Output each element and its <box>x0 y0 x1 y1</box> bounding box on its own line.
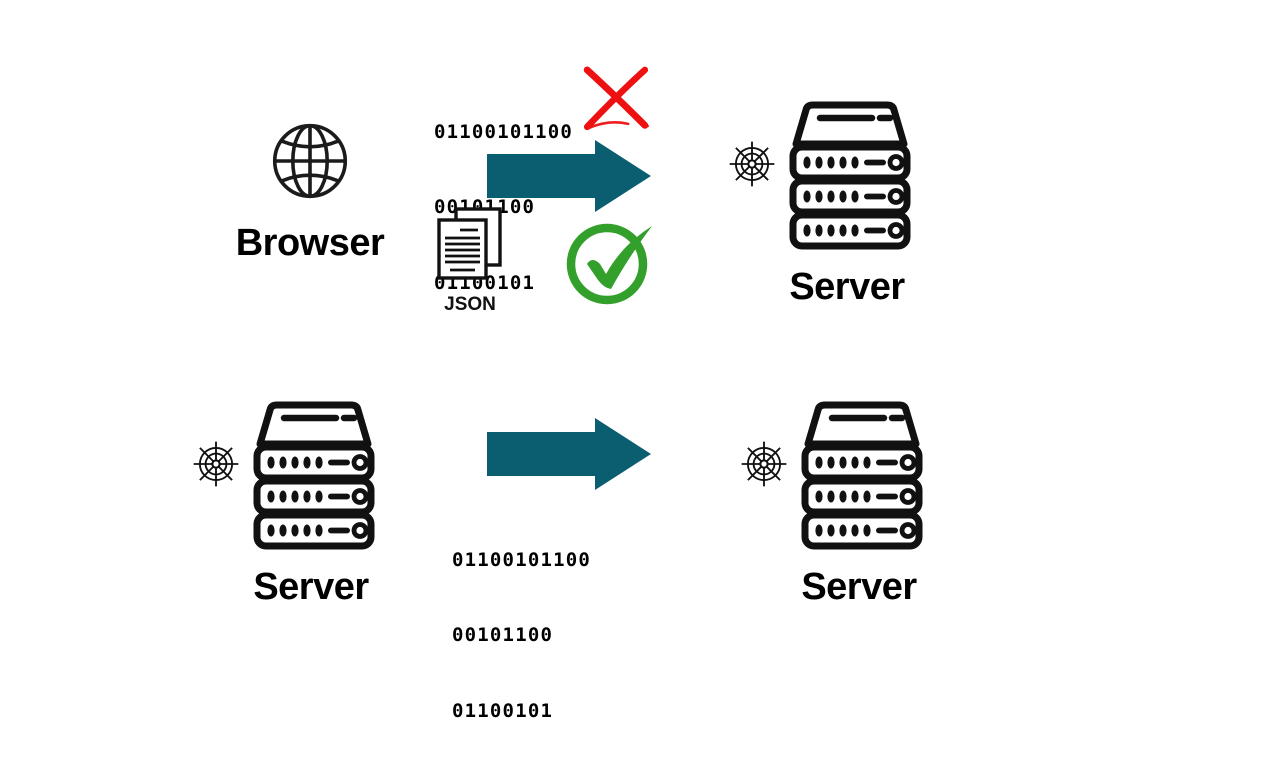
documents-stack-icon <box>428 206 512 282</box>
server-rack-icon <box>772 100 928 250</box>
server-rack-icon <box>784 400 940 550</box>
compass-wheel-icon <box>738 438 790 490</box>
diagram-canvas: Browser 01100101100 00101100 01100101 <box>186 60 978 722</box>
binary-line-1: 01100101100 <box>434 121 574 144</box>
payload-json[interactable]: JSON <box>428 206 512 314</box>
payload-json-label: JSON <box>444 294 496 315</box>
node-label-server-bottom-left: Server <box>253 566 369 608</box>
compass-wheel-icon <box>190 438 242 490</box>
binary-line-1: 01100101100 <box>452 549 592 572</box>
arrow-top <box>487 140 651 212</box>
node-browser[interactable]: Browser <box>232 118 388 262</box>
binary-line-2: 00101100 <box>452 624 554 647</box>
arrow-bottom <box>487 418 651 490</box>
node-label-server-top-right: Server <box>789 266 905 308</box>
compass-wheel-icon <box>726 138 778 190</box>
cross-mark-icon <box>578 60 654 136</box>
node-server-top-right[interactable]: Server <box>722 100 966 306</box>
node-server-bottom-right[interactable]: Server <box>734 400 978 606</box>
globe-icon <box>232 118 388 204</box>
binary-line-3: 01100101 <box>452 699 554 722</box>
node-server-bottom-left[interactable]: Server <box>186 400 430 606</box>
check-mark-icon <box>560 212 660 312</box>
node-label-server-bottom-right: Server <box>801 566 917 608</box>
node-label-browser: Browser <box>235 222 385 264</box>
server-rack-icon <box>236 400 392 550</box>
binary-payload-bottom: 01100101100 00101100 01100101 <box>452 498 591 774</box>
